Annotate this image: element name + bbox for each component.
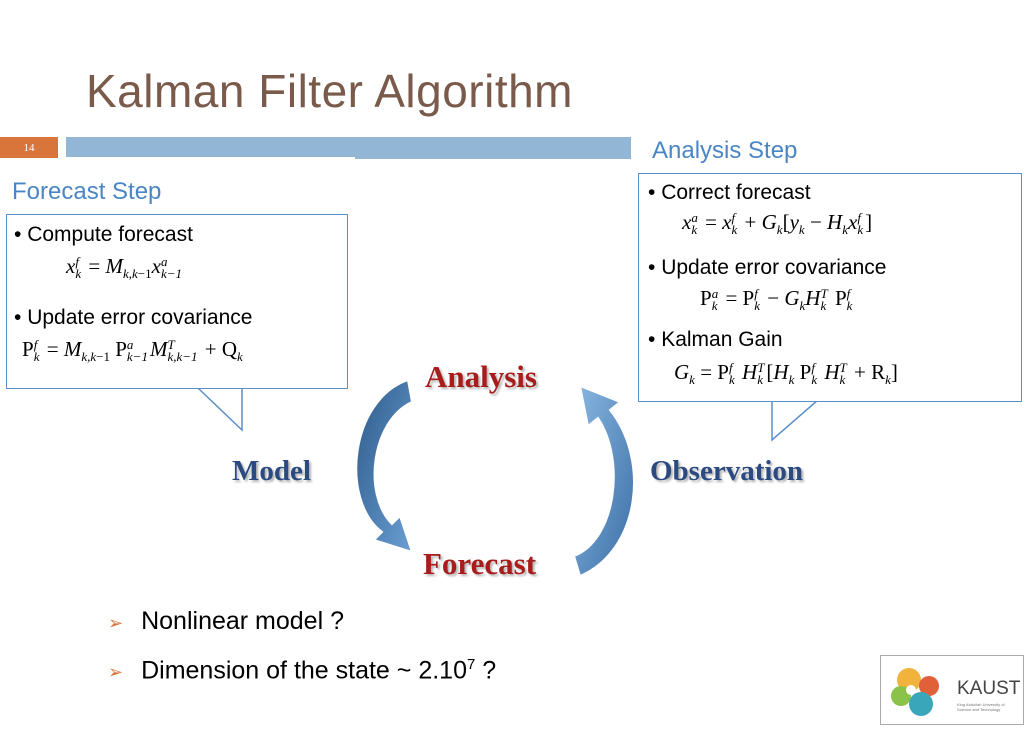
note-2-suffix: ?: [475, 656, 497, 685]
forecast-bullet-1-label: Compute forecast: [27, 223, 193, 246]
title-underline-bar-accent: [355, 152, 631, 159]
note-2-text: Dimension of the state ~ 2.10: [141, 656, 467, 685]
analysis-bullet-1: • Correct forecast: [648, 181, 811, 204]
kaust-logo-text: KAUST: [957, 678, 1021, 699]
analysis-callout-tail: [771, 399, 821, 442]
cycle-label-forecast: Forecast: [423, 546, 537, 581]
analysis-bullet-3: • Kalman Gain: [648, 328, 783, 351]
slide-title: Kalman Filter Algorithm: [86, 65, 573, 117]
note-nonlinear-model: ➢ Nonlinear model ?: [108, 607, 344, 636]
forecast-bullet-1: • Compute forecast: [14, 223, 193, 246]
cycle-label-analysis: Analysis: [425, 359, 537, 394]
left-cycle-arrow: [355, 378, 414, 554]
analysis-step-title: Analysis Step: [652, 137, 798, 164]
note-state-dimension: ➢ Dimension of the state ~ 2.107 ?: [108, 656, 496, 685]
analysis-bullet-2-label: Update error covariance: [661, 256, 887, 279]
kaust-logo-subtitle: King Abdullah University of Science and …: [957, 702, 1005, 712]
kaust-logo: KAUST King Abdullah University of Scienc…: [880, 655, 1024, 725]
forecast-step-title: Forecast Step: [12, 178, 162, 205]
forecast-callout-tail: [196, 387, 243, 432]
forecast-bullet-2-label: Update error covariance: [27, 306, 253, 329]
note-1-text: Nonlinear model ?: [141, 607, 344, 635]
analysis-callout-box: [638, 173, 1022, 402]
bullet-arrow-icon: ➢: [108, 613, 124, 633]
forecast-callout-box: [6, 214, 348, 389]
kaust-logo-mark-icon: [891, 668, 939, 716]
analysis-bullet-1-label: Correct forecast: [661, 181, 811, 204]
analysis-bullet-3-label: Kalman Gain: [661, 328, 783, 351]
right-cycle-arrow: [572, 384, 635, 578]
note-2-exponent: 7: [467, 656, 476, 673]
analysis-bullet-2: • Update error covariance: [648, 256, 887, 279]
forecast-bullet-2: • Update error covariance: [14, 306, 253, 329]
cycle-label-observation: Observation: [650, 455, 804, 487]
cycle-label-model: Model: [232, 455, 311, 487]
bullet-arrow-icon: ➢: [108, 662, 124, 683]
slide-number: 14: [0, 137, 58, 158]
